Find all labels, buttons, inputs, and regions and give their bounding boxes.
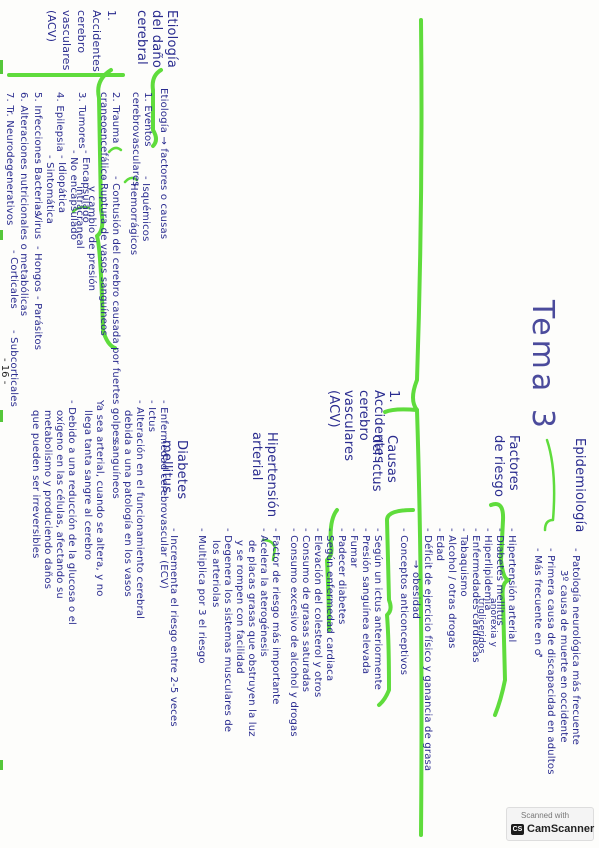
epidemiologia-label: Epidemiología: [572, 438, 587, 533]
scanner-caption: Scanned with: [521, 811, 570, 820]
epidemiologia-item: - Patología neurológica más frecuente: [570, 548, 581, 746]
epilepsia-item: - Idiopática: [56, 155, 67, 214]
acv-item: llega tanta sangre al cerebro: [82, 410, 93, 561]
infecciones-label: 5. Infecciones: [32, 92, 43, 165]
factores-item: - Déficit de ejercicio físico y ganancia…: [422, 528, 433, 772]
factores-item: - Conceptos anticonceptivos: [398, 528, 409, 676]
hipertension-item: los arteriolas: [210, 540, 221, 608]
tumores-label: 3. Tumores: [76, 92, 87, 149]
acv-item: sanguíneos: [110, 440, 121, 499]
scanner-brand: CamScanner: [527, 823, 595, 835]
hipertension-item: - Factor de riesgo más importante: [270, 528, 281, 705]
tumores-item: - Encapsulado: [80, 150, 91, 223]
causas-label: Causas del ictus: [369, 435, 399, 492]
causas-item: - Elevación del colesterol y otros: [312, 528, 323, 698]
epidemiologia-item: - Primera causa de discapacidad en adult…: [545, 548, 556, 775]
epilepsia-label: 4. Epilepsia: [54, 92, 65, 152]
causas-item: - Padecer diabetes: [336, 528, 347, 625]
camscanner-logo-icon: CS: [511, 824, 524, 835]
neurodegenerativos-label: 7. Tr. Neurodegenerativos: [4, 92, 15, 226]
causas-item: - Según enfermedad cardiaca: [324, 528, 335, 682]
factores-item: - Enfermedades cardíacas: [470, 528, 481, 663]
epilepsia-item: - Sintomática: [44, 155, 55, 225]
acv-item: debida a una patología en los vasos: [122, 410, 133, 597]
epidemiologia-item: - Más frecuente en ♂: [532, 548, 543, 658]
camscanner-watermark: Scanned with CS CamScanner: [506, 807, 594, 841]
hipertension-label: Hipertensión arterial: [249, 432, 279, 518]
eventos-item: - Hemorrágicos: [128, 176, 139, 256]
infecciones-item: - Parásitos: [32, 296, 43, 351]
trauma-item: - Ruptura de vasos sanguíneos: [98, 176, 109, 336]
etiologia-label: Etiología → factores o causas: [158, 88, 169, 240]
page-edge-mark: [0, 410, 3, 422]
infecciones-item: - Hongos: [32, 246, 43, 293]
factores-item: → obesidad: [410, 560, 421, 619]
infecciones-item: - Virus: [32, 206, 43, 240]
acv-bottom-heading: 1. Accidentes cerebro vasculares (ACV): [45, 10, 118, 73]
causas-item: - Consumo excesivo de alcohol y drogas: [288, 528, 299, 737]
page-edge-mark: [0, 760, 3, 770]
eventos-label: 1. Eventos cerebrovasculares: [130, 92, 153, 187]
acv-item: oxígeno en las células, afectando su: [54, 410, 65, 599]
acv-item: - Enfermedad cerebrovascular (ECV): [158, 400, 169, 590]
causas-item: - Consumo de grasas saturadas: [300, 528, 311, 693]
factores-item: - Hipertensión arterial: [506, 528, 517, 643]
factores-label: Factores de riesgo: [491, 435, 521, 498]
etiologia-heading: Etiología del daño cerebral: [134, 10, 179, 69]
hipertension-item: - Acelera la aterogénesis: [258, 528, 269, 657]
acv-item: - Debido a una reducción de la glucosa o…: [66, 400, 77, 626]
hipertension-item: - Multiplica por 3 el riesgo: [196, 528, 207, 664]
factores-item: - Tabaquismo: [458, 528, 469, 597]
eventos-item: - Isquémicos: [140, 176, 151, 242]
page-number: - 16 -: [0, 358, 10, 385]
causas-item: - Fumar: [348, 528, 359, 568]
acv-item: Ya sea arterial, cuando se altera, y no: [94, 400, 105, 597]
epidemiologia-item: 3º causa de muerte en occidente: [558, 570, 569, 743]
hipertension-item: de placas grasas que obstruyen la luz: [246, 540, 257, 737]
causas-item: - Presión sanguínea elevada: [360, 528, 371, 675]
tumores-item: - No encapsulado: [68, 150, 79, 241]
trauma-item: - Contusión del cerebro causada por fuer…: [110, 176, 121, 443]
acv-item: metabolismo y produciendo daños: [42, 410, 53, 590]
hipertension-item: - Degenera los sistemas musculares de: [222, 528, 233, 733]
acv-item: que pueden ser irreversibles: [30, 410, 41, 559]
factores-item: - Edad: [434, 528, 445, 562]
neurodegenerativos-item: - Corticales: [8, 250, 19, 309]
acv-item: - Alteración en el funcionamiento cerebr…: [134, 400, 145, 620]
page-edge-mark: [0, 230, 3, 240]
acv-item: - Ictus: [146, 400, 157, 433]
page-edge-mark: [0, 60, 3, 74]
trauma-label: 2. Trauma craneoencefálico: [98, 92, 121, 181]
hipertension-item: y se rompen con facilidad: [234, 540, 245, 674]
causas-item: - Según un ictus anteriormente: [372, 528, 383, 691]
page-title: Tema 3: [525, 300, 560, 432]
factores-item: - Alcohol / otras drogas: [446, 528, 457, 649]
